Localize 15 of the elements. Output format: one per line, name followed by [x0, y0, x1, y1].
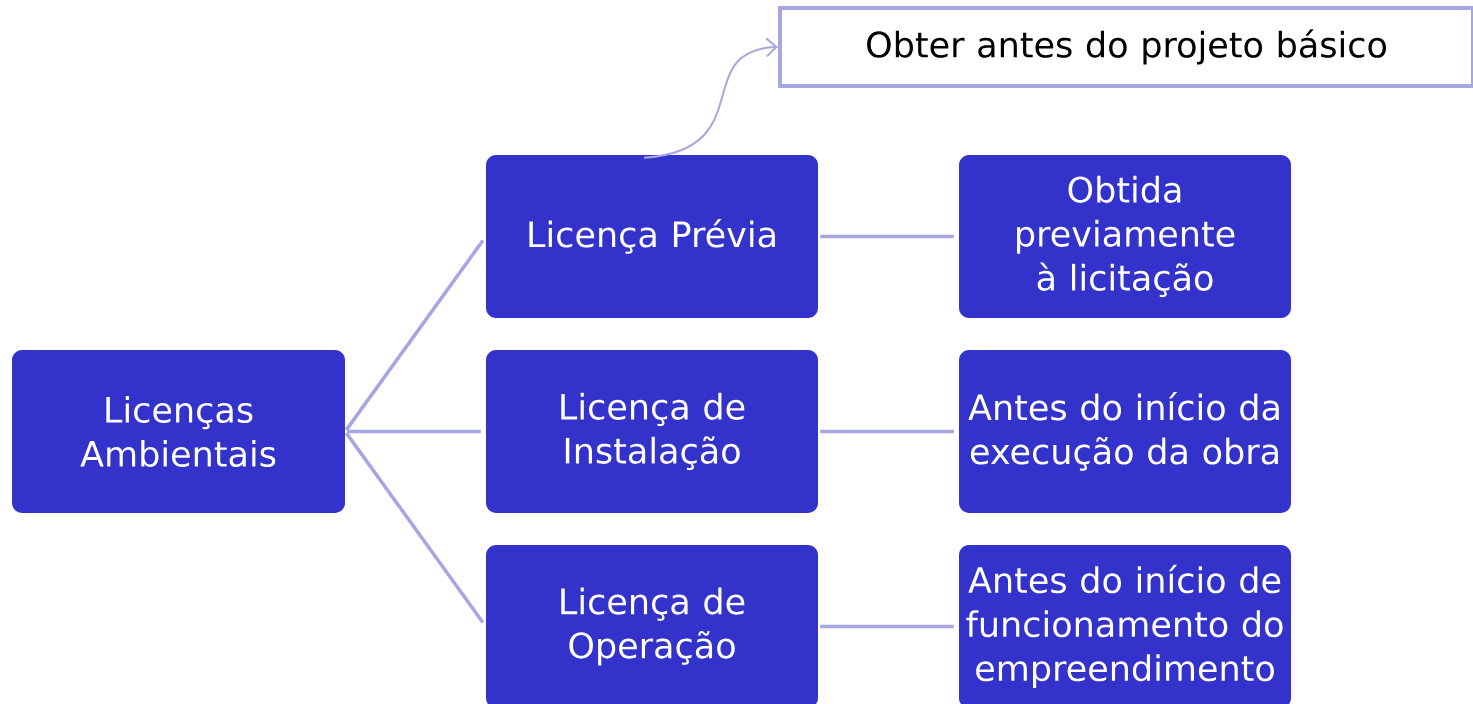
- process-box: Licença de Instalação: [486, 350, 818, 513]
- arrow: [643, 37, 778, 159]
- process-box: Licença Prévia: [486, 155, 818, 318]
- connector-line: [347, 429, 481, 434]
- process-box: Obtida previamente à licitação: [959, 155, 1291, 318]
- process-box: Antes do início da execução da obra: [959, 350, 1291, 513]
- process-box: Licença de Operação: [486, 545, 818, 704]
- connector-line: [820, 624, 954, 629]
- callout-box: Obter antes do projeto básico: [778, 6, 1473, 88]
- connector-line: [344, 432, 485, 624]
- process-box: Antes do início de funcionamento do empreendimento: [959, 545, 1291, 704]
- connector-line: [820, 234, 954, 239]
- connector-line: [820, 429, 954, 434]
- process-box: Licenças Ambientais: [12, 350, 345, 513]
- connector-line: [344, 239, 485, 431]
